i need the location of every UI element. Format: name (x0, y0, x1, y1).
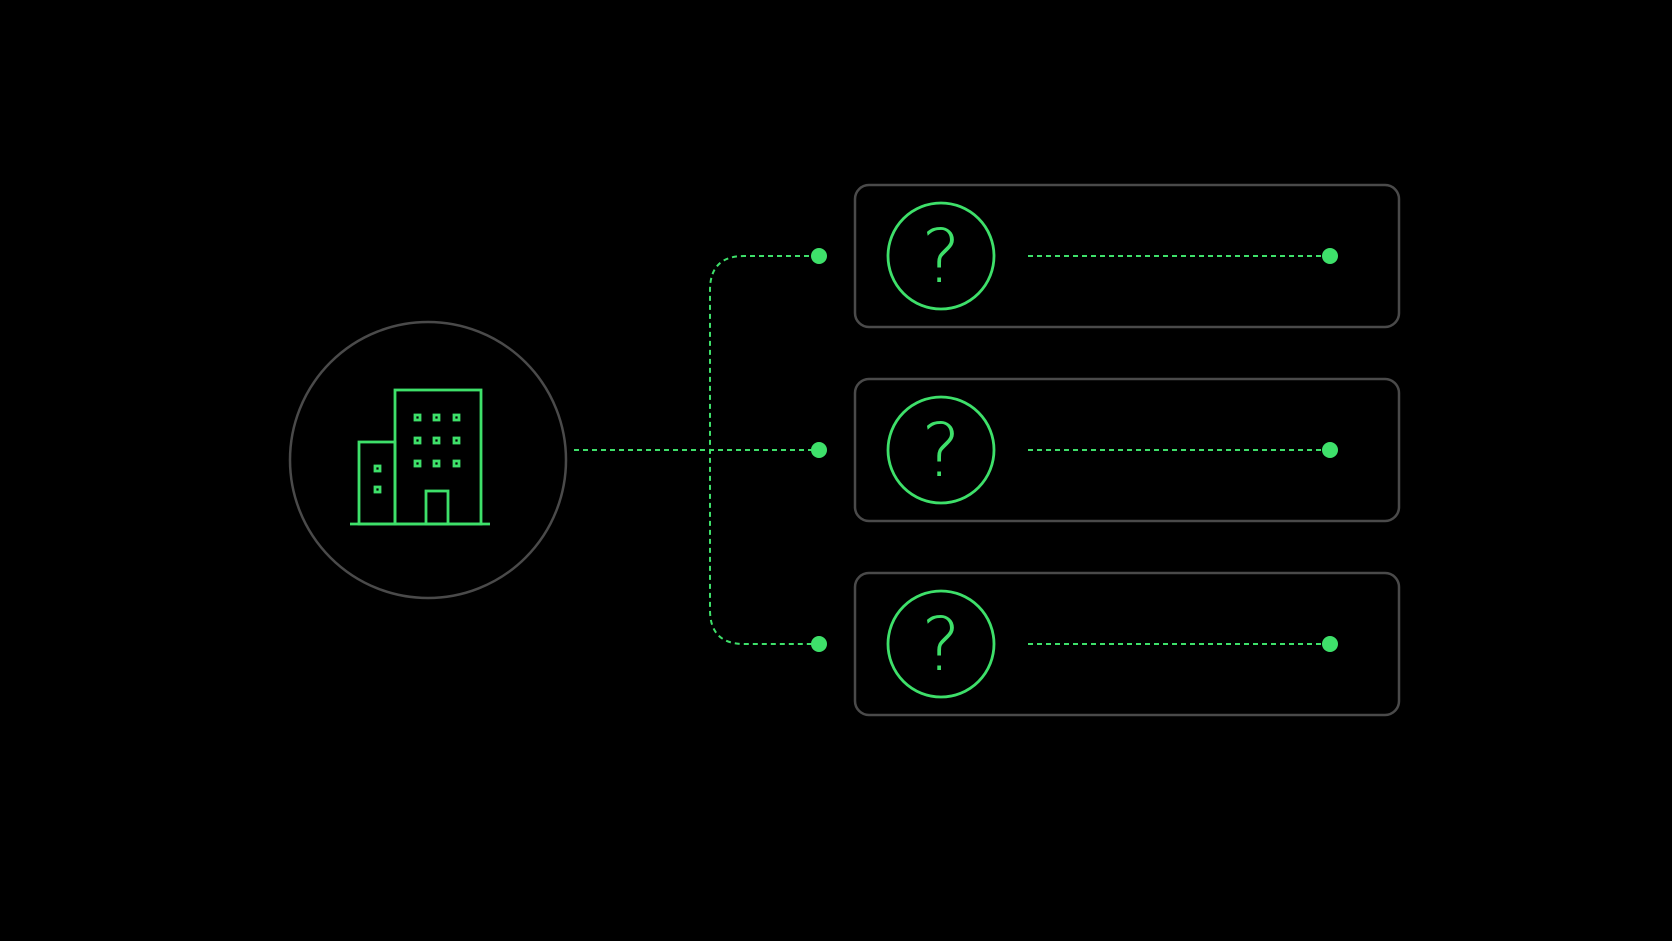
branch-3-entry-dot (811, 636, 827, 652)
office-building-icon (350, 388, 490, 526)
branch-1-entry-dot (811, 248, 827, 264)
branch-connector-top (709, 255, 818, 645)
branch-1-question-label: ? (921, 214, 960, 300)
branch-2-question-label: ? (921, 408, 960, 494)
branch-2-entry-dot (811, 442, 827, 458)
source-node-circle (288, 320, 568, 600)
branch-card-3: ? (853, 571, 1401, 717)
branch-1-question-mark-icon (886, 201, 996, 311)
branch-2-question-mark-icon (886, 395, 996, 505)
branch-3-end-dot (1322, 636, 1338, 652)
branch-1-end-dot (1322, 248, 1338, 264)
branch-3-question-mark-icon (886, 589, 996, 699)
branch-card-1: ? (853, 183, 1401, 329)
branch-2-end-dot (1322, 442, 1338, 458)
branch-card-2: ? (853, 377, 1401, 523)
branch-3-question-label: ? (921, 602, 960, 688)
